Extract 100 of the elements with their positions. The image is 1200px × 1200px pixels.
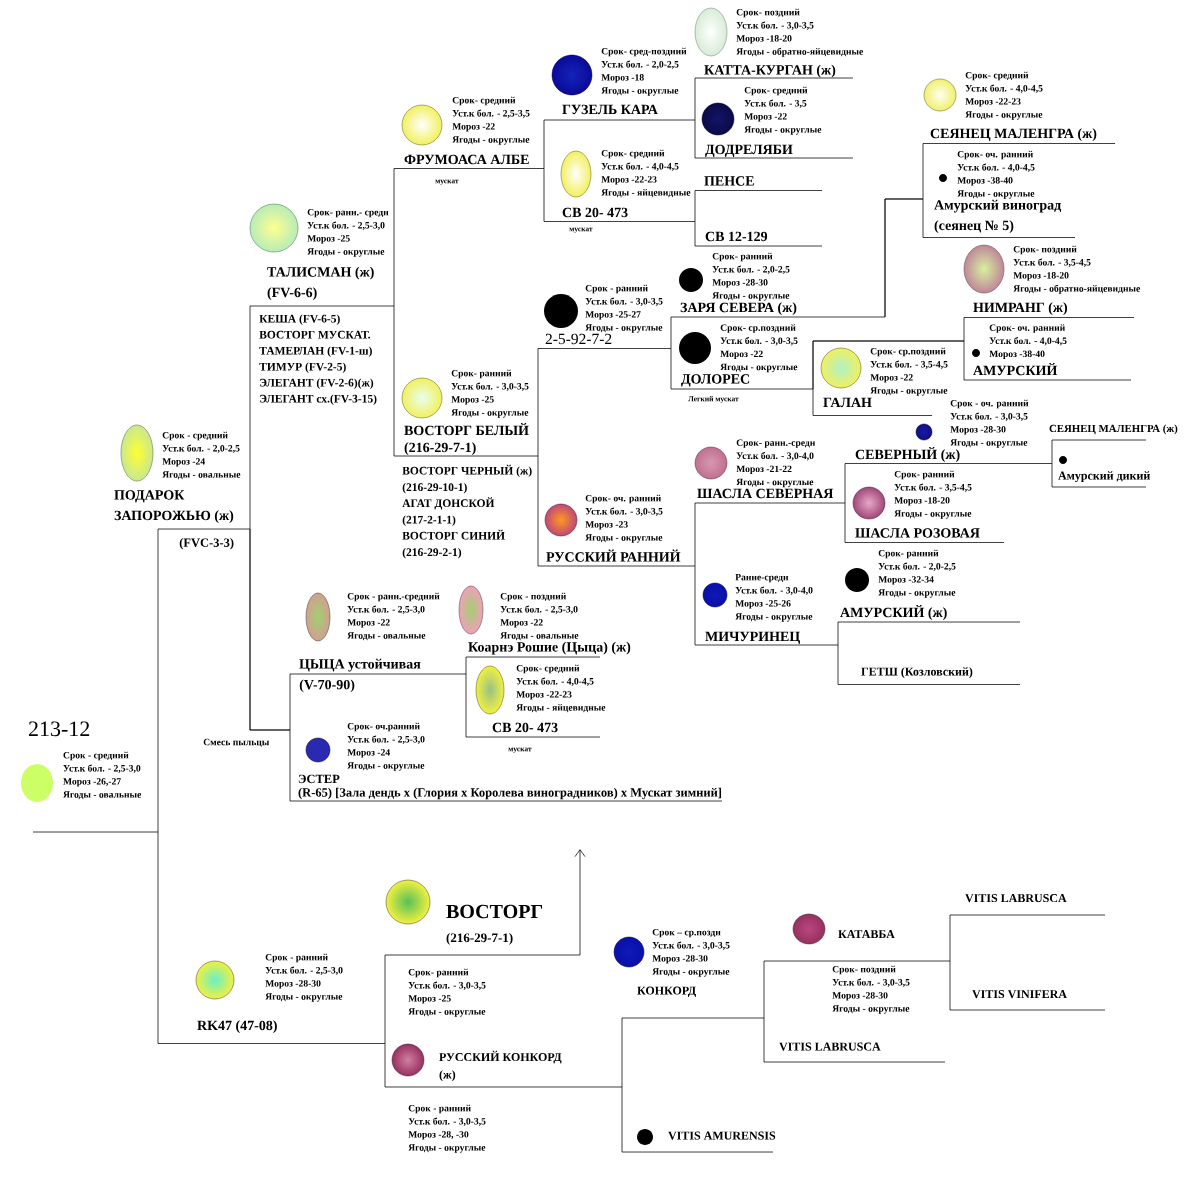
trait-text: Ягоды - яйцевидные [516, 704, 606, 713]
variety-name: СВ 20- 473 [465, 722, 601, 738]
trait-text: Срок- средний [601, 149, 665, 159]
connector-line [670, 316, 672, 349]
trait-text: Срок - ранний [408, 1104, 471, 1114]
arrow [574, 849, 586, 956]
connector-line [465, 673, 467, 738]
sibling-name: ЭЛЕГАНТ (FV-2-6)(ж) [260, 378, 374, 389]
trait-text: Уст.к бол. - 2,5-3,0 [307, 221, 385, 230]
connector-line [694, 190, 696, 222]
sibling-name: КЕША (FV-6-5) [259, 314, 340, 325]
trait-text: Мороз -18 [601, 74, 644, 83]
variety-name: Амурский виноград (сеянец № 5) [922, 199, 1076, 238]
variety-name: СЕВЕРНЫЙ (ж) [844, 447, 1053, 464]
variety-name: НИМРАНГ (ж) [963, 302, 1135, 318]
connector-line [1051, 463, 1053, 488]
trait-text: Срок- средний [744, 86, 808, 96]
trait-text: Ягоды - округлые [736, 478, 814, 488]
trait-text: Уст.к бол. - 3,0-3,5 [720, 337, 798, 346]
variety-name: ШАСЛА РОЗОВАЯ [844, 528, 1005, 543]
connector-line [949, 960, 951, 1011]
trait-text: Срок- сред-поздний [601, 47, 687, 57]
trait-text: Срок- ср.поздний [720, 324, 796, 333]
connector-line [384, 1043, 386, 1088]
trait-text: Ягоды - округлые [832, 1005, 910, 1014]
trait-text: Уст.к бол. - 2,0-2,5 [712, 265, 790, 274]
variety-name: ЭСТЕР (R-65) [Зала дендь х (Глория х Королева виноградников) х Мускат зимний] [289, 774, 723, 802]
trait-text: Мороз -28-30 [832, 992, 888, 1001]
connector-line [694, 221, 696, 247]
trait-text: Мороз -25 [307, 235, 350, 244]
variety-name: СЕЯНЕЦ МАЛЕНГРА (ж) [922, 128, 1116, 144]
trait-text: Срок- оч. ранний [585, 494, 661, 504]
sibling-name: ВОСТОРГ ЧЕРНЫЙ (ж) (216-29-10-1) [402, 464, 532, 494]
trait-text: Ягоды - обратно-яйцевидные [736, 47, 863, 57]
trait-text: Срок- ранний [878, 549, 939, 559]
code-text: (V-70-90) [299, 679, 355, 693]
connector-line [537, 455, 539, 567]
trait-text: Мороз -22-23 [601, 176, 657, 185]
trait-text: Уст.к бол. - 2,0-2,5 [878, 562, 956, 571]
trait-text: Мороз -28-30 [265, 980, 321, 989]
trait-text: Срок- поздний [832, 965, 896, 975]
trait-text: Ягоды - округлые [720, 363, 798, 373]
trait-text: Мороз -22-23 [516, 691, 572, 700]
sibling-name: ВОСТОРГ СИНИЙ (216-29-2-1) [402, 529, 505, 559]
connector-line [694, 502, 696, 567]
connector-line [812, 340, 965, 390]
trait-text: Мороз -18-20 [736, 35, 792, 44]
trait-text: Срок- оч. ранний [989, 324, 1065, 333]
variety-name: КАТАВБА [763, 930, 951, 962]
trait-text: Мороз -22 [870, 374, 913, 383]
variety-name: ШАСЛА СЕВЕРНАЯ [694, 488, 846, 504]
variety-name: АМУРСКИЙ [963, 363, 1132, 381]
trait-text: Ягоды - округлые [744, 126, 822, 135]
connector-line [694, 565, 696, 646]
variety-name: ТАЛИСМАН (ж) (FV-6-6) [249, 266, 395, 307]
trait-text: Ягоды - округлые [452, 136, 530, 145]
trait-text: Уст.к бол. - 2,5-3,0 [500, 605, 578, 614]
connector-line [949, 914, 951, 962]
trait-text: Ягоды - округлые [347, 762, 425, 771]
trait-text: Уст.к бол. - 2,5-3,5 [452, 109, 530, 118]
trait-text: Уст.к бол. - 3,0-3,5 [585, 507, 663, 516]
trait-text: Уст.к бол. - 2,5-3,0 [265, 966, 343, 975]
trait-text: Ягоды - округлые [585, 534, 663, 543]
variety-name: КОНКОРД [621, 986, 765, 1019]
trait-text: Срок- ранний [408, 968, 469, 978]
trait-text: Уст.к бол. - 3,0-3,5 [408, 981, 486, 990]
trait-text: Уст.к бол. - 3,0-3,5 [451, 382, 529, 391]
variety-name: СВ 20- 473 [543, 207, 696, 222]
variety-name: КАТТА-КУРГАН (ж) [694, 64, 854, 79]
connector-line [694, 77, 696, 121]
trait-text: Срок- средний [452, 96, 516, 106]
trait-text: Срок- ранн.-средн [736, 439, 816, 448]
trait-text: Уст.к бол. - 4,0-4,5 [965, 84, 1043, 93]
variety-name: ВОСТОРГ БЕЛЫЙ (216-29-7-1) [393, 423, 539, 457]
connector-line [812, 388, 814, 416]
trait-text: Мороз -24 [347, 749, 390, 758]
trait-text: Ягоды - округлые [957, 190, 1035, 199]
trait-text: Срок - ранн.-средний [347, 592, 440, 602]
connector-line [884, 198, 924, 318]
trait-text: Ягоды - округлые [451, 409, 529, 418]
variety-name: ПЕНСЕ [694, 176, 823, 191]
trait-text: Срок- поздний [736, 8, 800, 18]
trait-text: Ягоды - округлые [965, 111, 1043, 120]
trait-text: Уст.к бол. - 3,5-4,5 [894, 483, 972, 492]
trait-text: Уст.к бол. - 3,0-3,5 [736, 21, 814, 30]
variety-name: RK47 (47-08) [157, 1020, 386, 1044]
trait-text: Мороз -18-20 [1013, 272, 1069, 281]
variety-name: РУССКИЙ РАННИЙ [537, 549, 696, 567]
trait-text: Мороз -23 [585, 521, 628, 530]
trait-text: Ягоды - округлые [601, 87, 679, 96]
trait-text: Мороз -22 [500, 619, 543, 628]
trait-text: Мороз -28-30 [712, 279, 768, 288]
trait-text: Ягоды - округлые [585, 324, 663, 333]
trait-text: Уст.к бол. - 4,0-4,5 [516, 677, 594, 686]
trait-text: Уст.к бол. - 3,5 [744, 99, 807, 108]
trait-text: Уст.к бол. - 4,0-4,5 [601, 162, 679, 171]
trait-text: Уст.к бол. - 2,0-2,5 [601, 60, 679, 69]
trait-text: Срок- средний [965, 71, 1029, 81]
trait-text: Уст.к бол. - 2,5-3,0 [347, 735, 425, 744]
connector-line [844, 502, 846, 543]
